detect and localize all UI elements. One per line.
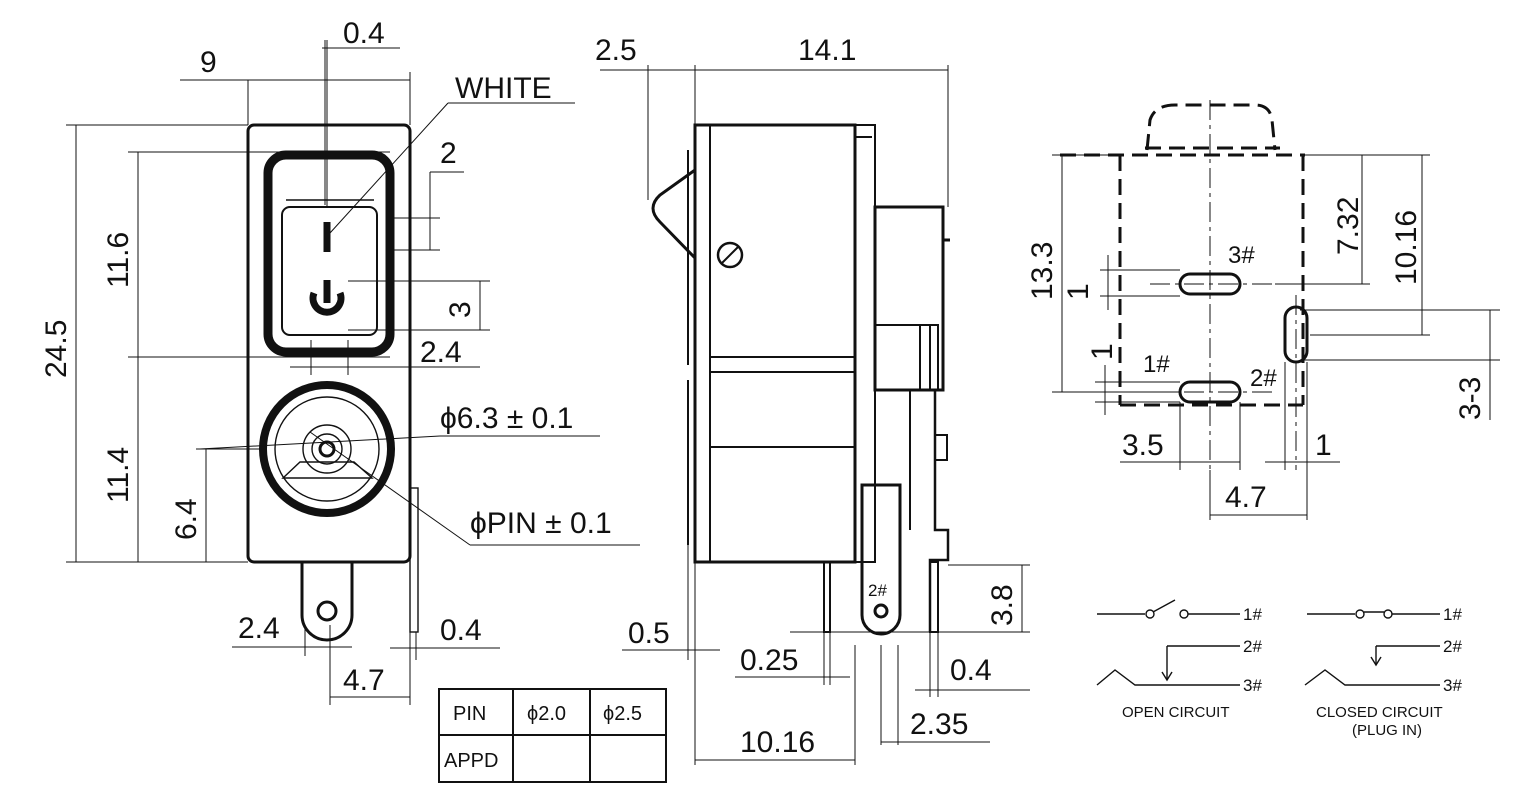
side-screw (716, 241, 744, 269)
dim-9: 9 (200, 46, 217, 79)
table-header-phi-2-0: ϕ2.0 (527, 703, 566, 725)
side-view: 2# 2.5 14.1 0.5 0.25 3.8 0.4 2.35 10. (595, 34, 1030, 765)
schematic-closed: 1# 2# 3# CLOSED CIRCUIT (PLUG IN) (1304, 605, 1462, 739)
dim-14-1: 14.1 (798, 34, 856, 67)
dc-jack-outer (259, 381, 395, 517)
pin-layout-view: 3# 1# 2# 13.3 1 1 7.32 10.16 3-3 (1026, 100, 1500, 520)
dim-0-4-side: 0.4 (950, 654, 992, 687)
dim-6-4: 6.4 (170, 498, 203, 540)
dim-11-4: 11.4 (102, 447, 135, 503)
table-header-phi-2-5: ϕ2.5 (603, 703, 642, 725)
dim-10-16-side: 10.16 (740, 726, 815, 759)
dim-2: 2 (440, 137, 457, 170)
side-rear-block (873, 205, 945, 392)
front-view: 9 0.4 WHITE 2 3 2.4 ϕ6.3 ± 0.1 ϕPIN ± 0.… (40, 17, 667, 783)
open-pin-1: 1# (1243, 605, 1262, 624)
closed-pin-2: 2# (1443, 637, 1462, 656)
dim-3-5: 3.5 (1122, 429, 1164, 462)
pcb-outline-top (1145, 103, 1277, 151)
dc-jack-pin-ring-2 (311, 433, 343, 465)
pin-3-label: 3# (1228, 242, 1255, 269)
dim-7-32: 7.32 (1332, 197, 1365, 255)
dc-jack-inner (274, 396, 380, 502)
pin-2-label: 2# (1250, 365, 1277, 392)
dim-3-3: 3-3 (1454, 377, 1487, 420)
side-rocker (651, 168, 697, 260)
side-lower-bracket (875, 388, 950, 632)
open-pin-3: 3# (1243, 676, 1262, 695)
dim-4-7-pins: 4.7 (1225, 481, 1267, 514)
dim-13-3: 13.3 (1026, 242, 1059, 300)
closed-circuit-caption-2: (PLUG IN) (1352, 722, 1422, 739)
dim-1-c: 1 (1315, 429, 1332, 462)
table-header-pin: PIN (453, 703, 486, 725)
open-circuit-caption: OPEN CIRCUIT (1122, 704, 1230, 721)
dim-24-5: 24.5 (40, 320, 73, 378)
front-body-outline (246, 123, 412, 564)
dim-0-5: 0.5 (628, 617, 670, 650)
closed-pin-3: 3# (1443, 676, 1462, 695)
pin-1-label: 1# (1143, 351, 1170, 378)
bottom-terminal (300, 562, 354, 642)
dim-2-5: 2.5 (595, 34, 637, 67)
label-white: WHITE (455, 72, 552, 105)
open-pin-2: 2# (1243, 637, 1262, 656)
schematic-open: 1# 2# 3# OPEN CIRCUIT (1096, 599, 1262, 721)
pin-table: PIN ϕ2.0 ϕ2.5 APPD (438, 688, 667, 783)
dim-2-4-bottom: 2.4 (238, 612, 280, 645)
terminal-hole (316, 600, 338, 622)
dim-0-25: 0.25 (740, 644, 798, 677)
side-terminal-2 (860, 483, 902, 636)
closed-circuit-caption: CLOSED CIRCUIT (1316, 704, 1443, 721)
power-symbol-icon (309, 280, 345, 316)
dim-4-7-front: 4.7 (343, 664, 385, 697)
dc-jack-pin-ring (302, 424, 352, 474)
rocker-button (281, 206, 378, 336)
dim-1-b: 1 (1086, 343, 1119, 360)
table-row-appd: APPD (444, 750, 498, 772)
side-pin-2-label: 2# (868, 581, 887, 600)
side-tab (409, 487, 419, 633)
dim-phi-pin: ϕPIN ± 0.1 (470, 507, 612, 540)
dim-10-16-pins: 10.16 (1390, 210, 1423, 285)
side-main-body (693, 123, 857, 564)
dim-3: 3 (444, 301, 477, 318)
rocker-frame (263, 150, 395, 357)
dim-0-4-top: 0.4 (343, 17, 385, 50)
dim-phi-6-3: ϕ6.3 ± 0.1 (440, 402, 573, 435)
dim-2-4-mid: 2.4 (420, 336, 462, 369)
dim-2-35: 2.35 (910, 708, 968, 741)
dim-1-a: 1 (1062, 283, 1095, 300)
dim-11-6: 11.6 (102, 232, 135, 288)
dim-3-8: 3.8 (986, 584, 1019, 626)
dc-jack-cutout (281, 461, 374, 479)
closed-pin-1: 1# (1443, 605, 1462, 624)
dim-0-4-bottom: 0.4 (440, 614, 482, 647)
